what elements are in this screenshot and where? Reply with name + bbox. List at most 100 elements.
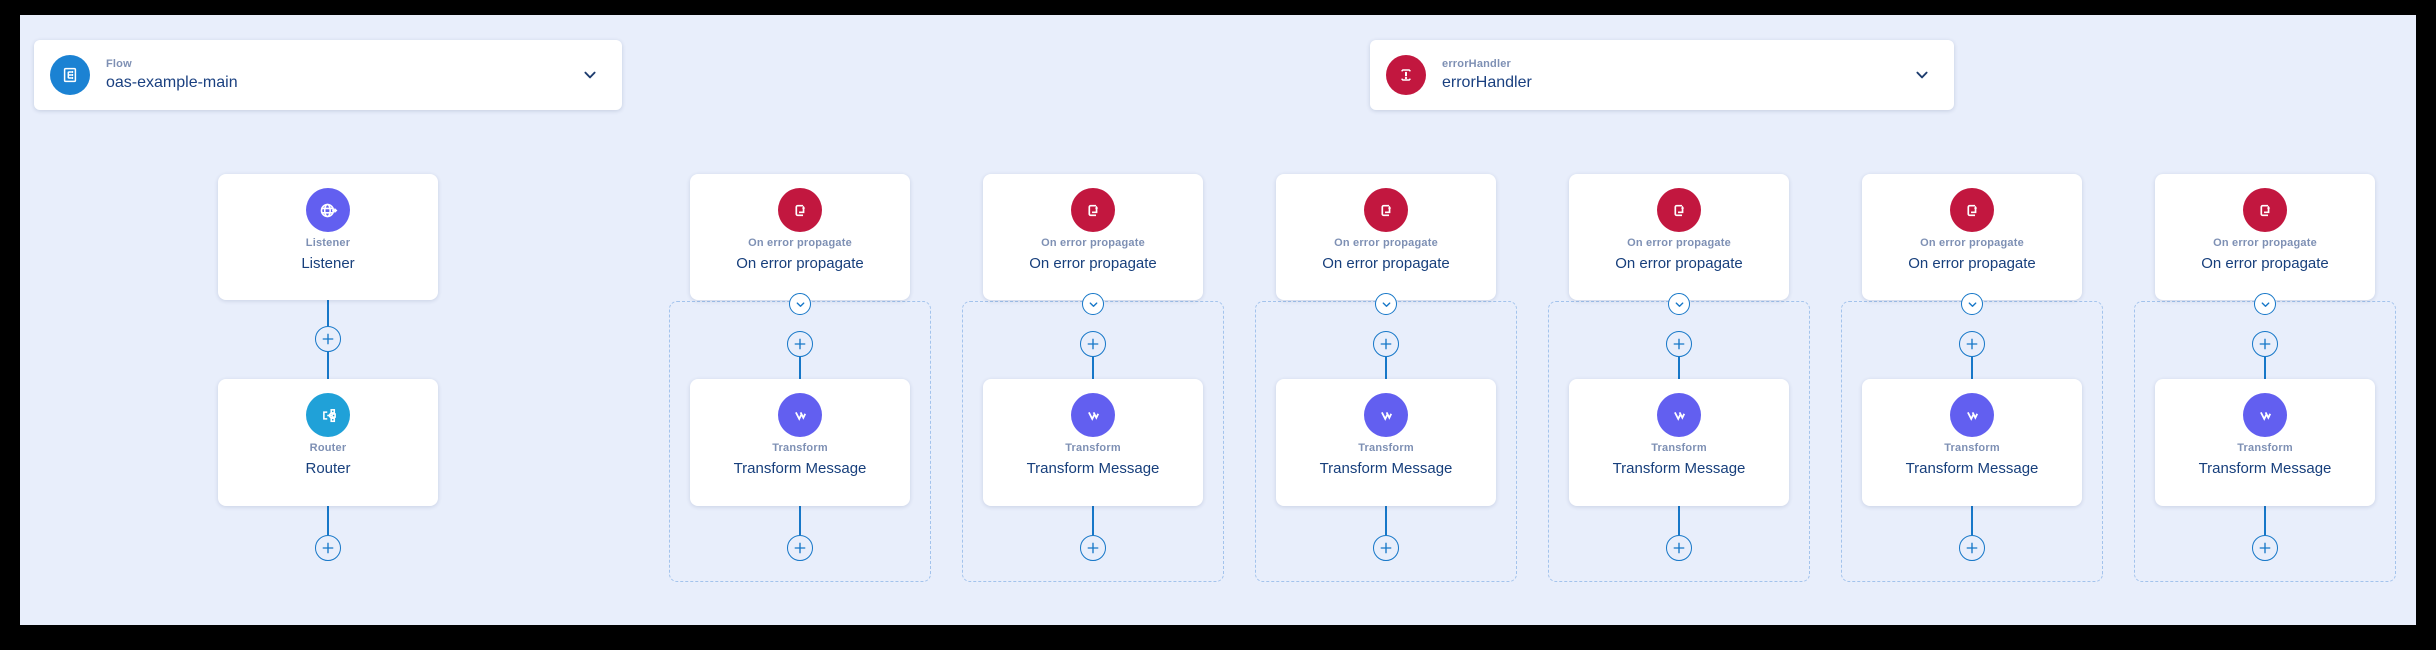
transform-icon <box>1950 393 1994 437</box>
flow-canvas: Flow oas-example-main errorHandler error… <box>20 15 2416 625</box>
add-component-button[interactable] <box>1080 331 1106 357</box>
transform-type-label: Transform <box>1651 442 1707 454</box>
flow-selector-texts: Flow oas-example-main <box>106 57 582 93</box>
transform-icon <box>1657 393 1701 437</box>
collapse-toggle-button[interactable] <box>1375 293 1397 315</box>
transform-message-node[interactable]: Transform Transform Message <box>1569 379 1789 506</box>
on-error-propagate-icon <box>1950 188 1994 232</box>
on-error-propagate-title: On error propagate <box>1615 255 1743 272</box>
on-error-propagate-type-label: On error propagate <box>2213 237 2317 249</box>
connector-line <box>2264 357 2266 379</box>
listener-node[interactable]: Listener Listener <box>218 174 438 300</box>
connector-line <box>1678 506 1680 535</box>
collapse-toggle-button[interactable] <box>2254 293 2276 315</box>
error-handler-selector-type-label: errorHandler <box>1442 58 1512 70</box>
connector-line <box>799 357 801 379</box>
flow-icon <box>50 55 90 95</box>
on-error-propagate-node[interactable]: On error propagate On error propagate <box>1862 174 2082 300</box>
router-icon <box>306 393 350 437</box>
error-handler-selector-texts: errorHandler errorHandler <box>1442 57 1914 93</box>
transform-type-label: Transform <box>1944 442 2000 454</box>
error-handler-column: On error propagate On error propagate Tr… <box>1255 174 1517 594</box>
on-error-propagate-icon <box>2243 188 2287 232</box>
on-error-propagate-node[interactable]: On error propagate On error propagate <box>1276 174 1496 300</box>
listener-title: Listener <box>301 255 355 272</box>
chevron-down-icon[interactable] <box>1914 67 1930 83</box>
on-error-propagate-title: On error propagate <box>2201 255 2329 272</box>
transform-type-label: Transform <box>1358 442 1414 454</box>
connector-line <box>2264 506 2266 535</box>
transform-type-label: Transform <box>1065 442 1121 454</box>
collapse-toggle-button[interactable] <box>1961 293 1983 315</box>
transform-message-node[interactable]: Transform Transform Message <box>690 379 910 506</box>
error-handler-column: On error propagate On error propagate Tr… <box>1841 174 2103 594</box>
router-type-label: Router <box>309 442 347 454</box>
on-error-propagate-node[interactable]: On error propagate On error propagate <box>1569 174 1789 300</box>
connector-line <box>327 506 329 535</box>
on-error-propagate-node[interactable]: On error propagate On error propagate <box>2155 174 2375 300</box>
transform-title: Transform Message <box>1905 460 2039 477</box>
connector-line <box>1971 506 1973 535</box>
add-component-button[interactable] <box>1959 535 1985 561</box>
add-component-button[interactable] <box>2252 535 2278 561</box>
add-component-button[interactable] <box>1666 535 1692 561</box>
router-node[interactable]: Router Router <box>218 379 438 506</box>
transform-title: Transform Message <box>1319 460 1453 477</box>
router-title: Router <box>305 460 351 477</box>
add-component-button[interactable] <box>315 326 341 352</box>
flow-selector-type-label: Flow <box>106 58 132 70</box>
transform-message-node[interactable]: Transform Transform Message <box>983 379 1203 506</box>
on-error-propagate-icon <box>778 188 822 232</box>
on-error-propagate-icon <box>1071 188 1115 232</box>
connector-line <box>327 352 329 379</box>
error-handler-selector-dropdown[interactable]: errorHandler errorHandler <box>1370 40 1954 110</box>
connector-line <box>799 506 801 535</box>
on-error-propagate-title: On error propagate <box>1908 255 2036 272</box>
error-handler-column: On error propagate On error propagate Tr… <box>1548 174 1810 594</box>
transform-title: Transform Message <box>1612 460 1746 477</box>
add-component-button[interactable] <box>787 331 813 357</box>
connector-line <box>1092 506 1094 535</box>
transform-icon <box>2243 393 2287 437</box>
flow-selector-dropdown[interactable]: Flow oas-example-main <box>34 40 622 110</box>
add-component-button[interactable] <box>2252 331 2278 357</box>
error-handler-column: On error propagate On error propagate Tr… <box>962 174 1224 594</box>
connector-line <box>1971 357 1973 379</box>
add-component-button[interactable] <box>1373 535 1399 561</box>
transform-message-node[interactable]: Transform Transform Message <box>1276 379 1496 506</box>
collapse-toggle-button[interactable] <box>1668 293 1690 315</box>
error-handler-icon <box>1386 55 1426 95</box>
main-flow-column: Listener Listener Router Router <box>197 174 459 594</box>
add-component-button[interactable] <box>315 535 341 561</box>
connector-line <box>1385 357 1387 379</box>
transform-message-node[interactable]: Transform Transform Message <box>2155 379 2375 506</box>
listener-type-label: Listener <box>305 237 351 249</box>
collapse-toggle-button[interactable] <box>789 293 811 315</box>
on-error-propagate-icon <box>1657 188 1701 232</box>
transform-message-node[interactable]: Transform Transform Message <box>1862 379 2082 506</box>
add-component-button[interactable] <box>787 535 813 561</box>
collapse-toggle-button[interactable] <box>1082 293 1104 315</box>
add-component-button[interactable] <box>1666 331 1692 357</box>
on-error-propagate-node[interactable]: On error propagate On error propagate <box>983 174 1203 300</box>
add-component-button[interactable] <box>1373 331 1399 357</box>
chevron-down-icon[interactable] <box>582 67 598 83</box>
transform-icon <box>1364 393 1408 437</box>
add-component-button[interactable] <box>1959 331 1985 357</box>
transform-title: Transform Message <box>733 460 867 477</box>
transform-type-label: Transform <box>2237 442 2293 454</box>
listener-icon <box>306 188 350 232</box>
flow-selector-name: oas-example-main <box>106 74 238 91</box>
error-handler-column: On error propagate On error propagate Tr… <box>669 174 931 594</box>
add-component-button[interactable] <box>1080 535 1106 561</box>
transform-title: Transform Message <box>2198 460 2332 477</box>
error-handler-column: On error propagate On error propagate Tr… <box>2134 174 2396 594</box>
on-error-propagate-type-label: On error propagate <box>1041 237 1145 249</box>
on-error-propagate-title: On error propagate <box>1322 255 1450 272</box>
error-handler-selector-name: errorHandler <box>1442 74 1532 91</box>
on-error-propagate-type-label: On error propagate <box>1334 237 1438 249</box>
transform-icon <box>778 393 822 437</box>
transform-title: Transform Message <box>1026 460 1160 477</box>
connector-line <box>327 300 329 326</box>
on-error-propagate-node[interactable]: On error propagate On error propagate <box>690 174 910 300</box>
